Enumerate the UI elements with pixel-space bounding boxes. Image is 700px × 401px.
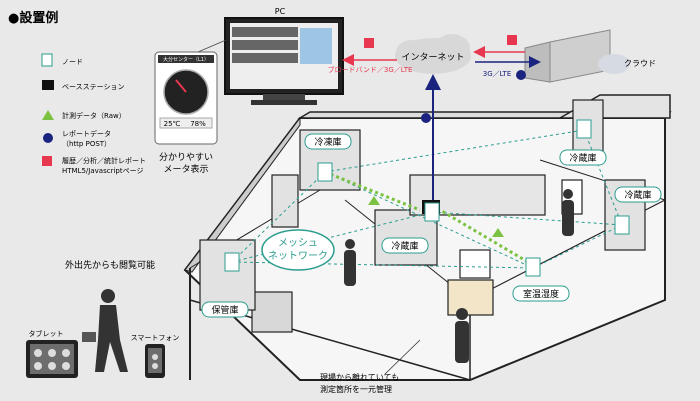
smartphone-label: スマートフォン — [131, 334, 180, 342]
sensor-nodes — [224, 119, 630, 277]
legend-report: レポートデータ — [62, 129, 111, 138]
legend: ●設置例 ノード ベースステーション 計測データ（Raw） レポートデータ （h… — [8, 10, 146, 175]
pc-label: PC — [275, 7, 286, 16]
pc-desk — [447, 279, 494, 316]
raw-data-links — [324, 170, 534, 267]
legend-node: ノード — [62, 58, 83, 66]
person-icon — [344, 239, 356, 286]
report-page-marker — [364, 38, 374, 48]
base-station-icon — [42, 80, 54, 90]
legend-title: ●設置例 — [8, 10, 58, 26]
report-data-icon — [43, 133, 53, 143]
meter-readout-humidity: 78% — [190, 120, 206, 128]
tablet-label: タブレット — [29, 329, 64, 338]
pc-monitor — [224, 17, 344, 105]
mesh-line1: メッシュ — [278, 238, 318, 249]
label-fridge-top: 冷蔵庫 — [569, 152, 596, 164]
box — [251, 291, 293, 333]
tablet-device — [26, 340, 78, 378]
node-icon — [41, 53, 53, 67]
label-room-temp: 室温湿度 — [523, 288, 559, 300]
desk-laptop — [459, 249, 491, 279]
person-icon — [562, 189, 574, 236]
meter-phone: 大分センター（L1） 25℃ 78% — [154, 51, 218, 145]
legend-history: 履歴／分析／統計レポート — [62, 156, 146, 165]
smartphone-device — [145, 344, 165, 378]
internet-cloud-icon — [395, 34, 471, 74]
bottom-caption-line2: 測定箇所を一元管理 — [320, 384, 392, 394]
label-fridge-center: 冷蔵庫 — [391, 240, 418, 252]
report-data-marker — [421, 113, 431, 123]
mesh-line2: ネットワーク — [268, 250, 328, 262]
legend-raw: 計測データ（Raw） — [62, 111, 126, 120]
storage-cabinet — [199, 239, 256, 311]
meter-caption-line2: メータ表示 — [163, 163, 208, 175]
raw-data-marker — [368, 196, 380, 205]
meter-screen-title: 大分センター（L1） — [163, 56, 209, 63]
report-page-icon — [42, 156, 52, 166]
lte-label: 3G／LTE — [483, 70, 512, 78]
legend-base: ベースステーション — [62, 83, 125, 91]
report-page-marker — [507, 35, 517, 45]
meter-caption-line1: 分かりやすい — [159, 152, 213, 163]
legend-history-sub: HTML5/Javascriptページ — [62, 167, 143, 175]
broadband-label: ブロードバンド／3G／LTE — [328, 65, 413, 74]
internet-label: インターネット — [401, 52, 464, 63]
legend-report-sub: （http POST） — [62, 140, 111, 148]
server-rack-icon — [524, 29, 630, 83]
people — [82, 189, 574, 372]
floor-labels: 冷凍庫 冷蔵庫 冷蔵庫 冷蔵庫 保管庫 室温湿度 — [201, 133, 662, 318]
label-fridge-right: 冷蔵庫 — [624, 189, 651, 201]
person-walking-icon — [82, 289, 128, 372]
mesh-badge: メッシュ ネットワーク — [261, 229, 335, 271]
meter-readout-temp: 25℃ — [164, 120, 181, 128]
bottom-caption-line1: 現場から離れていても — [320, 372, 399, 382]
person-icon — [455, 308, 469, 363]
raw-data-icon — [42, 110, 54, 120]
label-storage: 保管庫 — [211, 304, 238, 316]
remote-caption: 外出先からも閲覧可能 — [65, 259, 155, 271]
label-freezer: 冷凍庫 — [314, 136, 341, 148]
cloud-label: クラウド — [624, 59, 656, 68]
raw-data-marker — [492, 228, 504, 237]
report-data-marker — [516, 70, 526, 80]
